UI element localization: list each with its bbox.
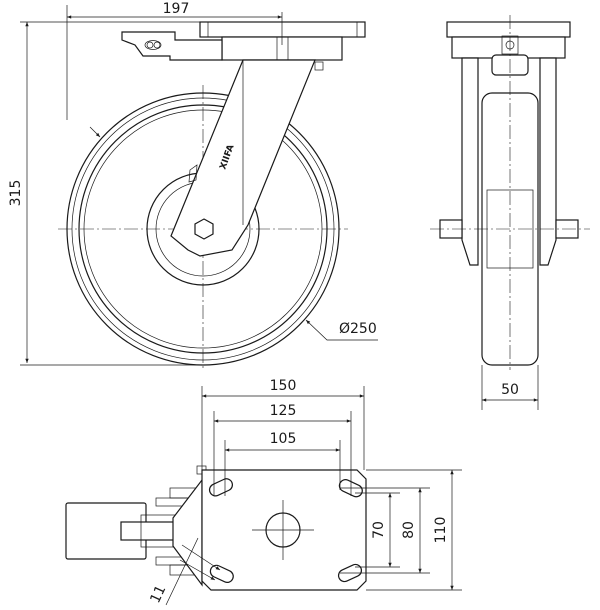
fork: XIIFA (170, 59, 324, 257)
dim-label-80: 80 (401, 521, 417, 539)
dimension-197: 197 (66, 1, 283, 120)
dim-label-50: 50 (501, 382, 519, 398)
front-view: XIIFA 197 315 Ø250 (8, 1, 378, 368)
dim-label-197: 197 (163, 1, 190, 17)
dimension-150: 150 (201, 378, 365, 470)
dim-label-diameter: Ø250 (339, 321, 377, 337)
dimension-11: 11 (147, 537, 221, 606)
dim-label-110: 110 (433, 517, 449, 544)
dim-label-125: 125 (270, 403, 297, 419)
dimension-105: 105 (224, 431, 341, 496)
mounting-slots (208, 478, 363, 583)
top-plate (199, 21, 366, 61)
axle-hex-nut (194, 218, 214, 240)
dimension-80: 80 (340, 487, 430, 574)
dimension-diameter-250: Ø250 (305, 319, 378, 341)
fork-leg-left (461, 57, 479, 266)
wheel-from-below (65, 465, 207, 587)
dim-label-70: 70 (371, 521, 387, 539)
dimension-125: 125 (213, 403, 352, 496)
plate-view: 150 125 105 70 80 (65, 378, 462, 606)
dim-label-11: 11 (147, 583, 169, 606)
side-view: 50 (430, 15, 590, 410)
dim-label-150: 150 (270, 378, 297, 394)
dimension-315: 315 (8, 21, 203, 366)
dimension-70: 70 (355, 492, 400, 568)
dimension-50: 50 (481, 365, 539, 410)
fork-leg-right (539, 57, 557, 266)
dimension-110: 110 (366, 469, 462, 591)
brake-lever (121, 31, 223, 61)
dim-label-315: 315 (8, 180, 24, 207)
tread-leader (89, 126, 101, 138)
dim-label-105: 105 (270, 431, 297, 447)
